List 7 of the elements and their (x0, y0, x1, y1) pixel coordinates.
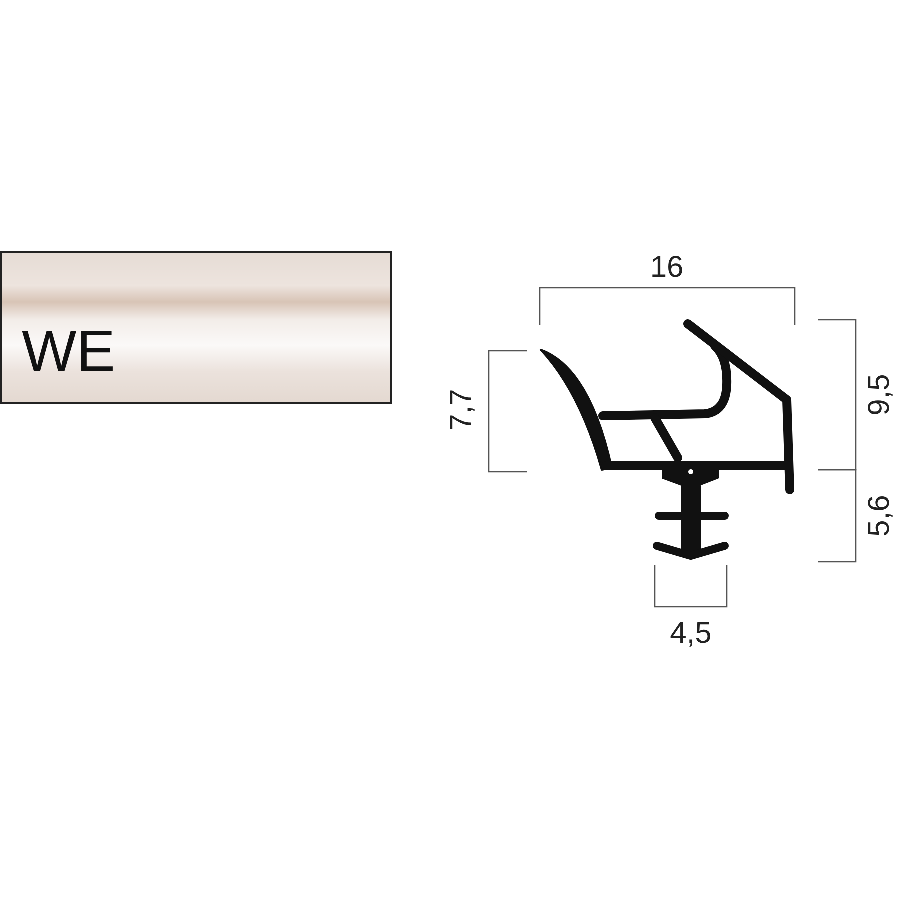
dimension-label: 7,7 (447, 389, 477, 431)
swatch-label: WE (22, 323, 116, 381)
dimension-label: 5,6 (865, 495, 895, 537)
dimension-label: 16 (650, 253, 684, 283)
color-swatch (0, 251, 392, 404)
dimension-label: 4,5 (670, 619, 712, 649)
dimension-label: 9,5 (865, 374, 895, 416)
